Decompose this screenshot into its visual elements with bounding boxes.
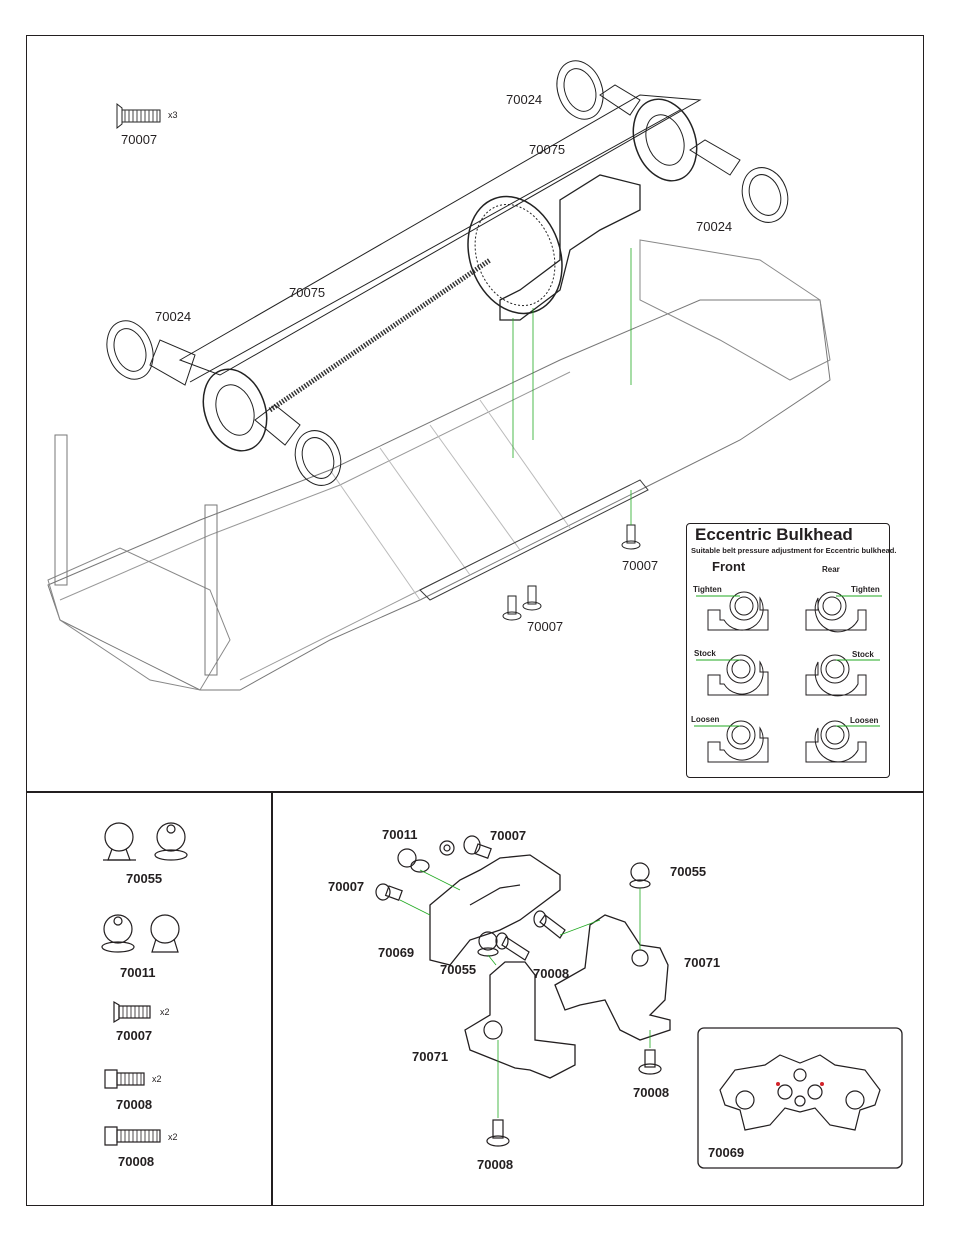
bag-item-qty: x2 (152, 1074, 162, 1084)
belt-left-code: 70075 (289, 285, 326, 300)
eccentric-title: Eccentric Bulkhead (695, 525, 853, 544)
assembly-label: 70008 (477, 1157, 514, 1172)
rear-stock-label: Stock (852, 650, 874, 659)
bag-item-code: 70008 (116, 1097, 153, 1112)
bag-item-code: 70008 (118, 1154, 155, 1169)
front-loosen-label: Loosen (691, 715, 720, 724)
bearing-right-code: 70024 (696, 219, 733, 234)
belt-top-code: 70075 (529, 142, 566, 157)
front-tighten-label: Tighten (693, 585, 722, 594)
bag-item-code: 70011 (120, 965, 156, 980)
bag-item-code: 70007 (116, 1028, 153, 1043)
assembly-label: 70008 (633, 1085, 670, 1100)
screw-center-code: 70007 (622, 558, 659, 573)
bearing-left-code: 70024 (155, 309, 192, 324)
assembly-label: 70055 (670, 864, 707, 879)
inset-label: 70069 (708, 1145, 745, 1160)
bag-item-qty: x2 (160, 1007, 170, 1017)
rear-tighten-label: Tighten (851, 585, 880, 594)
screw-top-code: 70007 (121, 132, 158, 147)
horizontal-divider (26, 791, 924, 793)
rear-label: Rear (822, 565, 840, 574)
vertical-divider (271, 791, 273, 1206)
bag-item-code: 70055 (126, 871, 163, 886)
assembly-label: 70007 (328, 879, 365, 894)
main-frame (26, 35, 924, 1206)
eccentric-subtitle: Suitable belt pressure adjustment for Ec… (691, 546, 897, 555)
assembly-label: 70055 (440, 962, 477, 977)
bag-item-qty: x2 (168, 1132, 178, 1142)
screw-top-qty: x3 (168, 110, 178, 120)
bearing-top-code: 70024 (506, 92, 543, 107)
front-stock-label: Stock (694, 649, 716, 658)
rear-loosen-label: Loosen (850, 716, 879, 725)
assembly-label: 70069 (378, 945, 415, 960)
assembly-label: 70011 (382, 827, 418, 842)
assembly-label: 70071 (412, 1049, 449, 1064)
screw-bottom-code: 70007 (527, 619, 564, 634)
assembly-label: 70007 (490, 828, 527, 843)
assembly-label: 70071 (684, 955, 721, 970)
eccentric-bulkhead-panel (686, 523, 890, 778)
front-label: Front (712, 559, 746, 574)
assembly-label: 70008 (533, 966, 570, 981)
